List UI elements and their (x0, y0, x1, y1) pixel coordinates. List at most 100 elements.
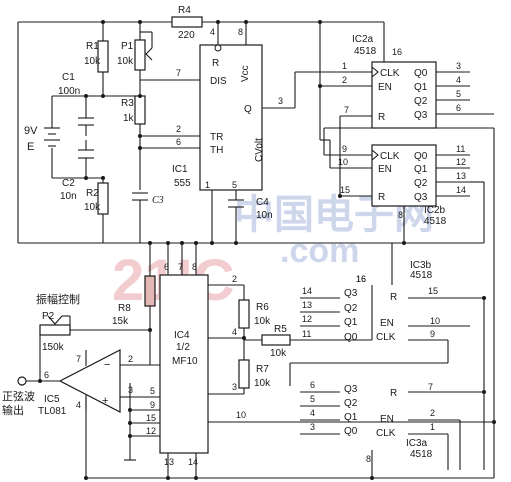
ic1-555: R DIS Vcc Q TR TH CVolt 4 8 7 3 2 6 1 5 … (172, 27, 283, 191)
r8-ref: R8 (118, 303, 131, 314)
ic4-num-15: 15 (146, 413, 156, 423)
battery-value: 9V (24, 125, 38, 137)
ic5-part: TL081 (38, 406, 67, 417)
ic3b-pin-r: R (390, 292, 397, 303)
output-label-line2: 输出 (2, 403, 24, 417)
p2-value: 150k (42, 342, 65, 353)
ic4-num-5: 5 (150, 386, 155, 396)
ic4-num-8: 8 (192, 262, 197, 272)
ic2b-num-clk: 9 (342, 144, 347, 154)
ic3a-num-q0: 3 (310, 422, 315, 432)
ic4-num-12: 12 (146, 426, 156, 436)
ic2a-num-q2: 5 (456, 89, 461, 99)
ic5-num-3: 3 (128, 385, 133, 395)
r7-value: 10k (254, 378, 271, 389)
ic3b-num-q3: 14 (302, 286, 312, 296)
ic2b-num-r: 15 (340, 185, 350, 195)
ic1-pin-vcc: Vcc (240, 65, 251, 82)
ic3a-num-q1: 4 (310, 408, 315, 418)
ic3a-pin-r: R (390, 388, 397, 399)
ic4-num-7: 7 (178, 262, 183, 272)
r4-resistor: R4 220 (171, 5, 203, 41)
ic2a-num-q3: 6 (456, 103, 461, 113)
ic2b-name: IC2b (424, 205, 446, 216)
r4-value: 220 (178, 30, 195, 41)
r6-resistor: R6 10k (238, 285, 271, 348)
ic5-name: IC5 (44, 394, 60, 405)
ic4-mf10: 6 7 8 IC4 1/2 MF10 2 4 3 5 9 15 12 13 14… (124, 243, 494, 478)
ic3a-num-q2: 5 (310, 394, 315, 404)
ic2b-num-q1: 12 (456, 157, 466, 167)
ic3a-pin-q1: Q1 (344, 412, 358, 423)
ic4-num-13: 13 (164, 457, 174, 467)
ic4-num-16: 16 (356, 274, 366, 284)
ic3b-num-q1: 12 (302, 314, 312, 324)
svg-text:.com: .com (280, 232, 359, 270)
ic4-num-3: 3 (232, 382, 237, 392)
ic1-name: IC1 (172, 164, 188, 175)
ic1-num-6: 6 (176, 137, 181, 147)
ic5-opamp: − + 7 6 2 3 4 IC5 TL081 (26, 340, 160, 417)
ic3b-pin-en: EN (380, 318, 394, 329)
ic3a-num-en: 2 (430, 408, 435, 418)
ic3b-pin-q2: Q2 (344, 303, 358, 314)
ic2b-pin-q0: Q0 (414, 151, 428, 162)
ic2a-pin-q3: Q3 (414, 110, 428, 121)
ic3b-4518: Q3 Q2 Q1 Q0 R EN CLK 14 13 12 11 15 10 9… (289, 243, 484, 386)
r8-resistor: R8 15k (112, 243, 156, 365)
c4-capacitor: C4 10n (228, 197, 273, 221)
ic2b-num-q3: 14 (456, 185, 466, 195)
r1-ref: R1 (86, 41, 99, 52)
ic3b-num-q2: 13 (302, 300, 312, 310)
ic3a-pin-q0: Q0 (344, 426, 358, 437)
ic4-num-6: 6 (164, 262, 169, 272)
ic2a-part: 4518 (354, 46, 377, 57)
r2-resistor: R2 10k (84, 182, 109, 215)
ic5-num-7: 7 (76, 354, 81, 364)
battery-9v: 9V E (24, 125, 60, 153)
ic5-num-4: 4 (76, 400, 81, 410)
output-label-line1: 正弦波 (2, 389, 35, 403)
ic3a-pin-en: EN (380, 414, 394, 425)
ic2a-pin-en: EN (378, 82, 392, 93)
ic3b-num-clk: 9 (430, 329, 435, 339)
ic1-num-8: 8 (238, 27, 243, 37)
c4-value: 10n (256, 210, 273, 221)
r3-value: 1k (123, 113, 135, 124)
ic1-pin-dis: DIS (210, 76, 227, 87)
ic4-name: IC4 (174, 330, 190, 341)
r2-value: 10k (84, 202, 101, 213)
c3-ref: C3 (152, 195, 164, 206)
ic1-num-4: 4 (210, 27, 215, 37)
ic1-pin-tr: TR (210, 132, 223, 143)
ic1-num-7: 7 (176, 68, 181, 78)
c4-ref: C4 (256, 197, 269, 208)
ic2b-pin-q3: Q3 (414, 192, 428, 203)
ic4-num-10: 10 (236, 410, 246, 420)
ic3b-num-en: 10 (430, 316, 440, 326)
ic2b-pin-q1: Q1 (414, 164, 428, 175)
ic2b-num-q0: 11 (456, 144, 465, 154)
ic3b-num-q0: 11 (302, 329, 311, 339)
c2-capacitor: C2 10n (60, 140, 94, 202)
ic2b-num-vss: 8 (398, 210, 403, 220)
ic3b-pin-q3: Q3 (344, 288, 358, 299)
c3-capacitor: C3 (132, 192, 164, 206)
p2-ref: P2 (42, 311, 55, 322)
p2-function-label: 振幅控制 (36, 292, 80, 306)
ic2b-pin-clk: CLK (380, 151, 400, 162)
ic5-minus: − (104, 359, 110, 371)
r1-value: 10k (84, 56, 101, 67)
ic3b-pin-q0: Q0 (344, 332, 358, 343)
ic3a-pin-q2: Q2 (344, 398, 358, 409)
ic2b-4518: CLK EN R Q0 Q1 Q2 Q3 9 10 15 11 12 13 14… (338, 144, 466, 227)
r3-ref: R3 (121, 98, 134, 109)
r1-resistor: R1 10k (84, 40, 109, 73)
ic2b-pin-q2: Q2 (414, 178, 428, 189)
ic1-pin-q: Q (244, 104, 252, 115)
ic3b-pin-clk: CLK (376, 332, 396, 343)
ic2a-num-vdd: 16 (392, 47, 402, 57)
junction-dots (38, 20, 496, 480)
c2-value: 10n (60, 191, 77, 202)
